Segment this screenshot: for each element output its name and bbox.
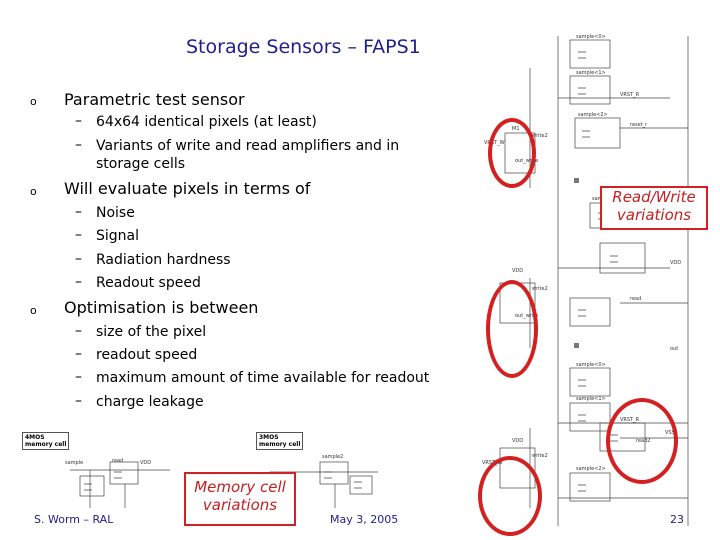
bullet-text: Will evaluate pixels in terms of — [64, 179, 311, 198]
sub-bullet-text: charge leakage — [96, 394, 204, 410]
memory-cell-schematic-4mos: 4MOS memory cell sample read VDD — [20, 432, 180, 510]
schematic-drawing — [70, 461, 170, 508]
footer-author: S. Worm – RAL — [34, 513, 114, 526]
pixel-circuit-schematic: sample<0> sample<1> VRST_R sample<2> VRS… — [470, 28, 700, 530]
node-label: VDD — [670, 260, 682, 266]
sub-bullet-dash: – — [75, 227, 82, 243]
node-label: VDD — [140, 460, 152, 466]
caption-line: memory cell — [25, 441, 67, 448]
sub-bullet-text: maximum amount of time available for rea… — [96, 370, 430, 386]
highlight-ring — [606, 398, 678, 484]
callout-line: Read/Write — [612, 188, 696, 206]
node-label: write2 — [532, 453, 548, 459]
memory-cell-variations-callout: Memory cell variations — [184, 472, 296, 526]
node-label: out — [670, 346, 679, 352]
read-write-variations-callout: Read/Write variations — [600, 186, 708, 230]
node-label: sample<2> — [578, 112, 608, 118]
node-label: write2 — [532, 286, 548, 292]
sub-bullet-dash: – — [75, 137, 82, 153]
bullet-marker: o — [30, 185, 37, 198]
callout-line: variations — [616, 206, 692, 224]
node-label: sample — [65, 460, 84, 466]
node-label: sample<0> — [576, 362, 606, 368]
sub-bullet-text: Noise — [96, 205, 135, 221]
node-label: sample2 — [322, 454, 344, 460]
node-label: reset_r — [630, 122, 648, 128]
node-label: write2 — [532, 133, 548, 139]
sub-bullet-dash: – — [75, 251, 82, 267]
sub-bullet-text: readout speed — [96, 347, 198, 363]
sub-bullet-dash: – — [75, 369, 82, 385]
node-label: sample<1> — [576, 70, 606, 76]
page-number: 23 — [670, 513, 684, 526]
node-label: sample<0> — [576, 34, 606, 40]
memory-cell-caption: 3MOS memory cell — [256, 432, 304, 450]
sub-bullet-dash: – — [75, 113, 82, 129]
slide-title: Storage Sensors – FAPS1 — [186, 36, 421, 58]
sub-bullet-dash: – — [75, 346, 82, 362]
footer-date: May 3, 2005 — [330, 513, 399, 526]
sub-bullet-text-continued: storage cells — [96, 156, 186, 172]
highlight-ring — [488, 118, 536, 188]
sub-bullet-dash: – — [75, 204, 82, 220]
bullet-marker: o — [30, 95, 37, 108]
node-label: read — [630, 296, 642, 302]
sub-bullet-text: Readout speed — [96, 275, 201, 291]
caption-line: 3MOS — [259, 434, 279, 441]
sub-bullet-dash: – — [75, 274, 82, 290]
sub-bullet-text: size of the pixel — [96, 324, 207, 340]
callout-line: Memory cell — [194, 478, 286, 496]
node-label: sample<1> — [576, 396, 606, 402]
sub-bullet-text: Radiation hardness — [96, 252, 231, 268]
caption-line: 4MOS — [25, 434, 45, 441]
sub-bullet-text: Signal — [96, 228, 140, 244]
sub-bullet-text: 64x64 identical pixels (at least) — [96, 114, 317, 130]
bullet-text: Optimisation is between — [64, 298, 259, 317]
sub-bullet-dash: – — [75, 393, 82, 409]
bullet-marker: o — [30, 304, 37, 317]
sub-bullet-text: Variants of write and read amplifiers an… — [96, 138, 400, 154]
highlight-ring — [478, 456, 542, 536]
callout-line: variations — [202, 496, 278, 514]
node-label: read — [112, 458, 124, 464]
node-label: sample<2> — [576, 466, 606, 472]
sub-bullet-dash: – — [75, 323, 82, 339]
node-label: VDD — [512, 268, 524, 274]
node-label: VRST_R — [620, 92, 640, 98]
bullet-text: Parametric test sensor — [64, 90, 245, 109]
highlight-ring — [486, 280, 538, 378]
memory-cell-caption: 4MOS memory cell — [22, 432, 70, 450]
node-label: VDD — [512, 438, 524, 444]
caption-line: memory cell — [259, 441, 301, 448]
